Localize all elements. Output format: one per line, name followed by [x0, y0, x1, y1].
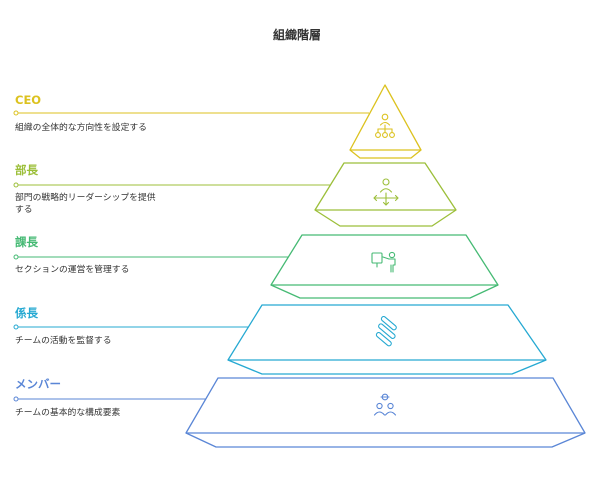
level-label-member: メンバー — [15, 377, 61, 391]
page-title: 組織階層 — [272, 28, 321, 42]
pyramid-level-kacho — [13, 234, 499, 299]
level-desc-bucho: 部門の戦略的リーダーシップを提供する — [15, 193, 156, 215]
level-label-kakaricho: 係長 — [15, 306, 38, 320]
level-desc-kakaricho: チームの活動を監督する — [15, 336, 112, 346]
leader-dot-kacho — [13, 254, 19, 260]
level-label-bucho: 部長 — [15, 163, 38, 177]
level-label-kacho: 課長 — [15, 235, 38, 249]
level-label-ceo: CEO — [15, 93, 42, 107]
pyramid-shape-kacho — [270, 234, 499, 299]
pyramid-level-ceo — [13, 84, 422, 159]
stacked-bars-icon — [375, 316, 397, 347]
pyramid-level-kakaricho — [13, 304, 547, 375]
leader-dot-member — [13, 396, 19, 402]
pyramid-shape-member — [185, 377, 586, 448]
presenter-board-icon — [371, 251, 396, 273]
pyramid-level-member — [13, 377, 586, 448]
team-members-icon — [373, 393, 397, 416]
level-desc-kacho: セクションの運営を管理する — [15, 265, 130, 275]
pyramid-shape-ceo — [349, 84, 422, 159]
level-desc-ceo: 組織の全体的な方向性を設定する — [15, 123, 147, 133]
level-desc-member: チームの基本的な構成要素 — [15, 408, 121, 418]
person-arrows-icon — [373, 178, 399, 206]
org-chart-icon — [375, 113, 395, 138]
leader-dot-bucho — [13, 182, 19, 188]
leader-dot-ceo — [13, 110, 19, 116]
leader-dot-kakaricho — [13, 324, 19, 330]
pyramid-level-bucho — [13, 162, 457, 227]
